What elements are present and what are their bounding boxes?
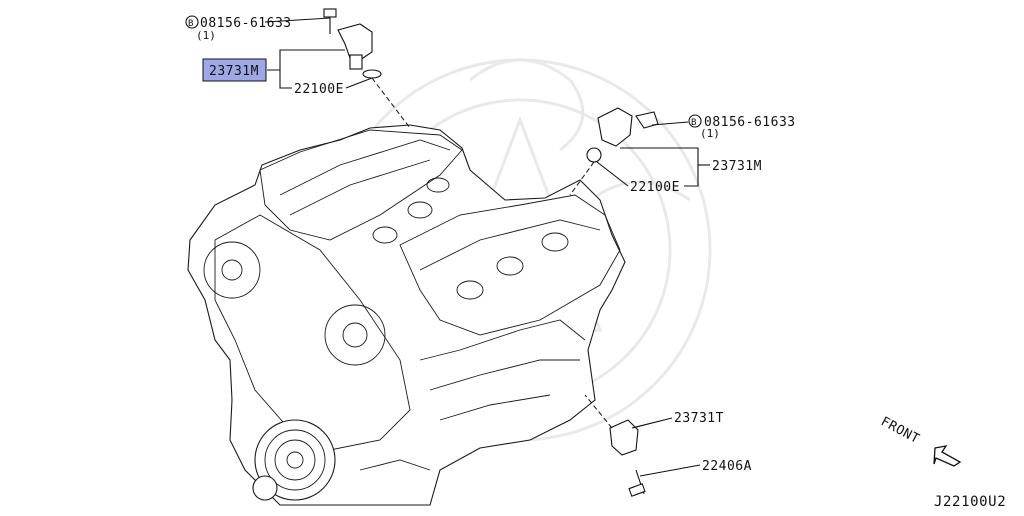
bolt-symbol-letter: B: [691, 118, 696, 128]
bolt-symbol-icon: [688, 114, 702, 128]
crank-sensor-bolt: [628, 469, 646, 497]
callout-top-sensor[interactable]: 23731M: [202, 58, 267, 82]
right-o-ring: [586, 147, 602, 163]
callout-right-bolt[interactable]: B 08156-61633 (1): [688, 114, 796, 140]
crank-sensor-part-number: 23731T: [674, 411, 724, 426]
crank-install-line: [584, 394, 613, 429]
engine-assembly: [187, 124, 626, 506]
top-o-ring: [362, 69, 382, 79]
highlight-box: [202, 58, 267, 82]
top-cam-position-sensor[interactable]: [323, 8, 373, 70]
callout-top-oring[interactable]: 22100E: [294, 82, 344, 97]
crank-position-sensor[interactable]: [609, 419, 639, 456]
callout-right-sensor[interactable]: 23731M: [712, 159, 762, 174]
right-install-line: [569, 161, 595, 196]
front-label: FRONT: [878, 414, 922, 447]
top-install-line: [371, 77, 411, 129]
callout-right-oring[interactable]: 22100E: [630, 180, 680, 195]
right-bolt-quantity: (1): [700, 127, 720, 140]
callout-crank-sensor[interactable]: 23731T: [674, 411, 724, 426]
callout-top-bolt[interactable]: B 08156-61633 (1): [185, 15, 292, 42]
front-arrow-icon: [933, 445, 962, 467]
callout-crank-bolt[interactable]: 22406A: [702, 459, 752, 474]
top-sensor-part-number: 23731M: [209, 64, 259, 79]
right-sensor-part-number: 23731M: [712, 159, 762, 174]
right-cam-position-sensor[interactable]: [597, 107, 659, 147]
leader-lines: [264, 17, 710, 477]
top-bolt-quantity: (1): [196, 29, 216, 42]
right-oring-part-number: 22100E: [630, 180, 680, 195]
crank-bolt-part-number: 22406A: [702, 459, 752, 474]
right-bolt-part-number: 08156-61633: [704, 115, 796, 130]
top-oring-part-number: 22100E: [294, 82, 344, 97]
diagram-code: J22100U2: [934, 494, 1006, 510]
top-bolt-part-number: 08156-61633: [200, 16, 292, 31]
bolt-symbol-icon: [185, 15, 199, 29]
bolt-symbol-letter: B: [188, 19, 193, 29]
front-direction-indicator: FRONT: [878, 414, 962, 467]
